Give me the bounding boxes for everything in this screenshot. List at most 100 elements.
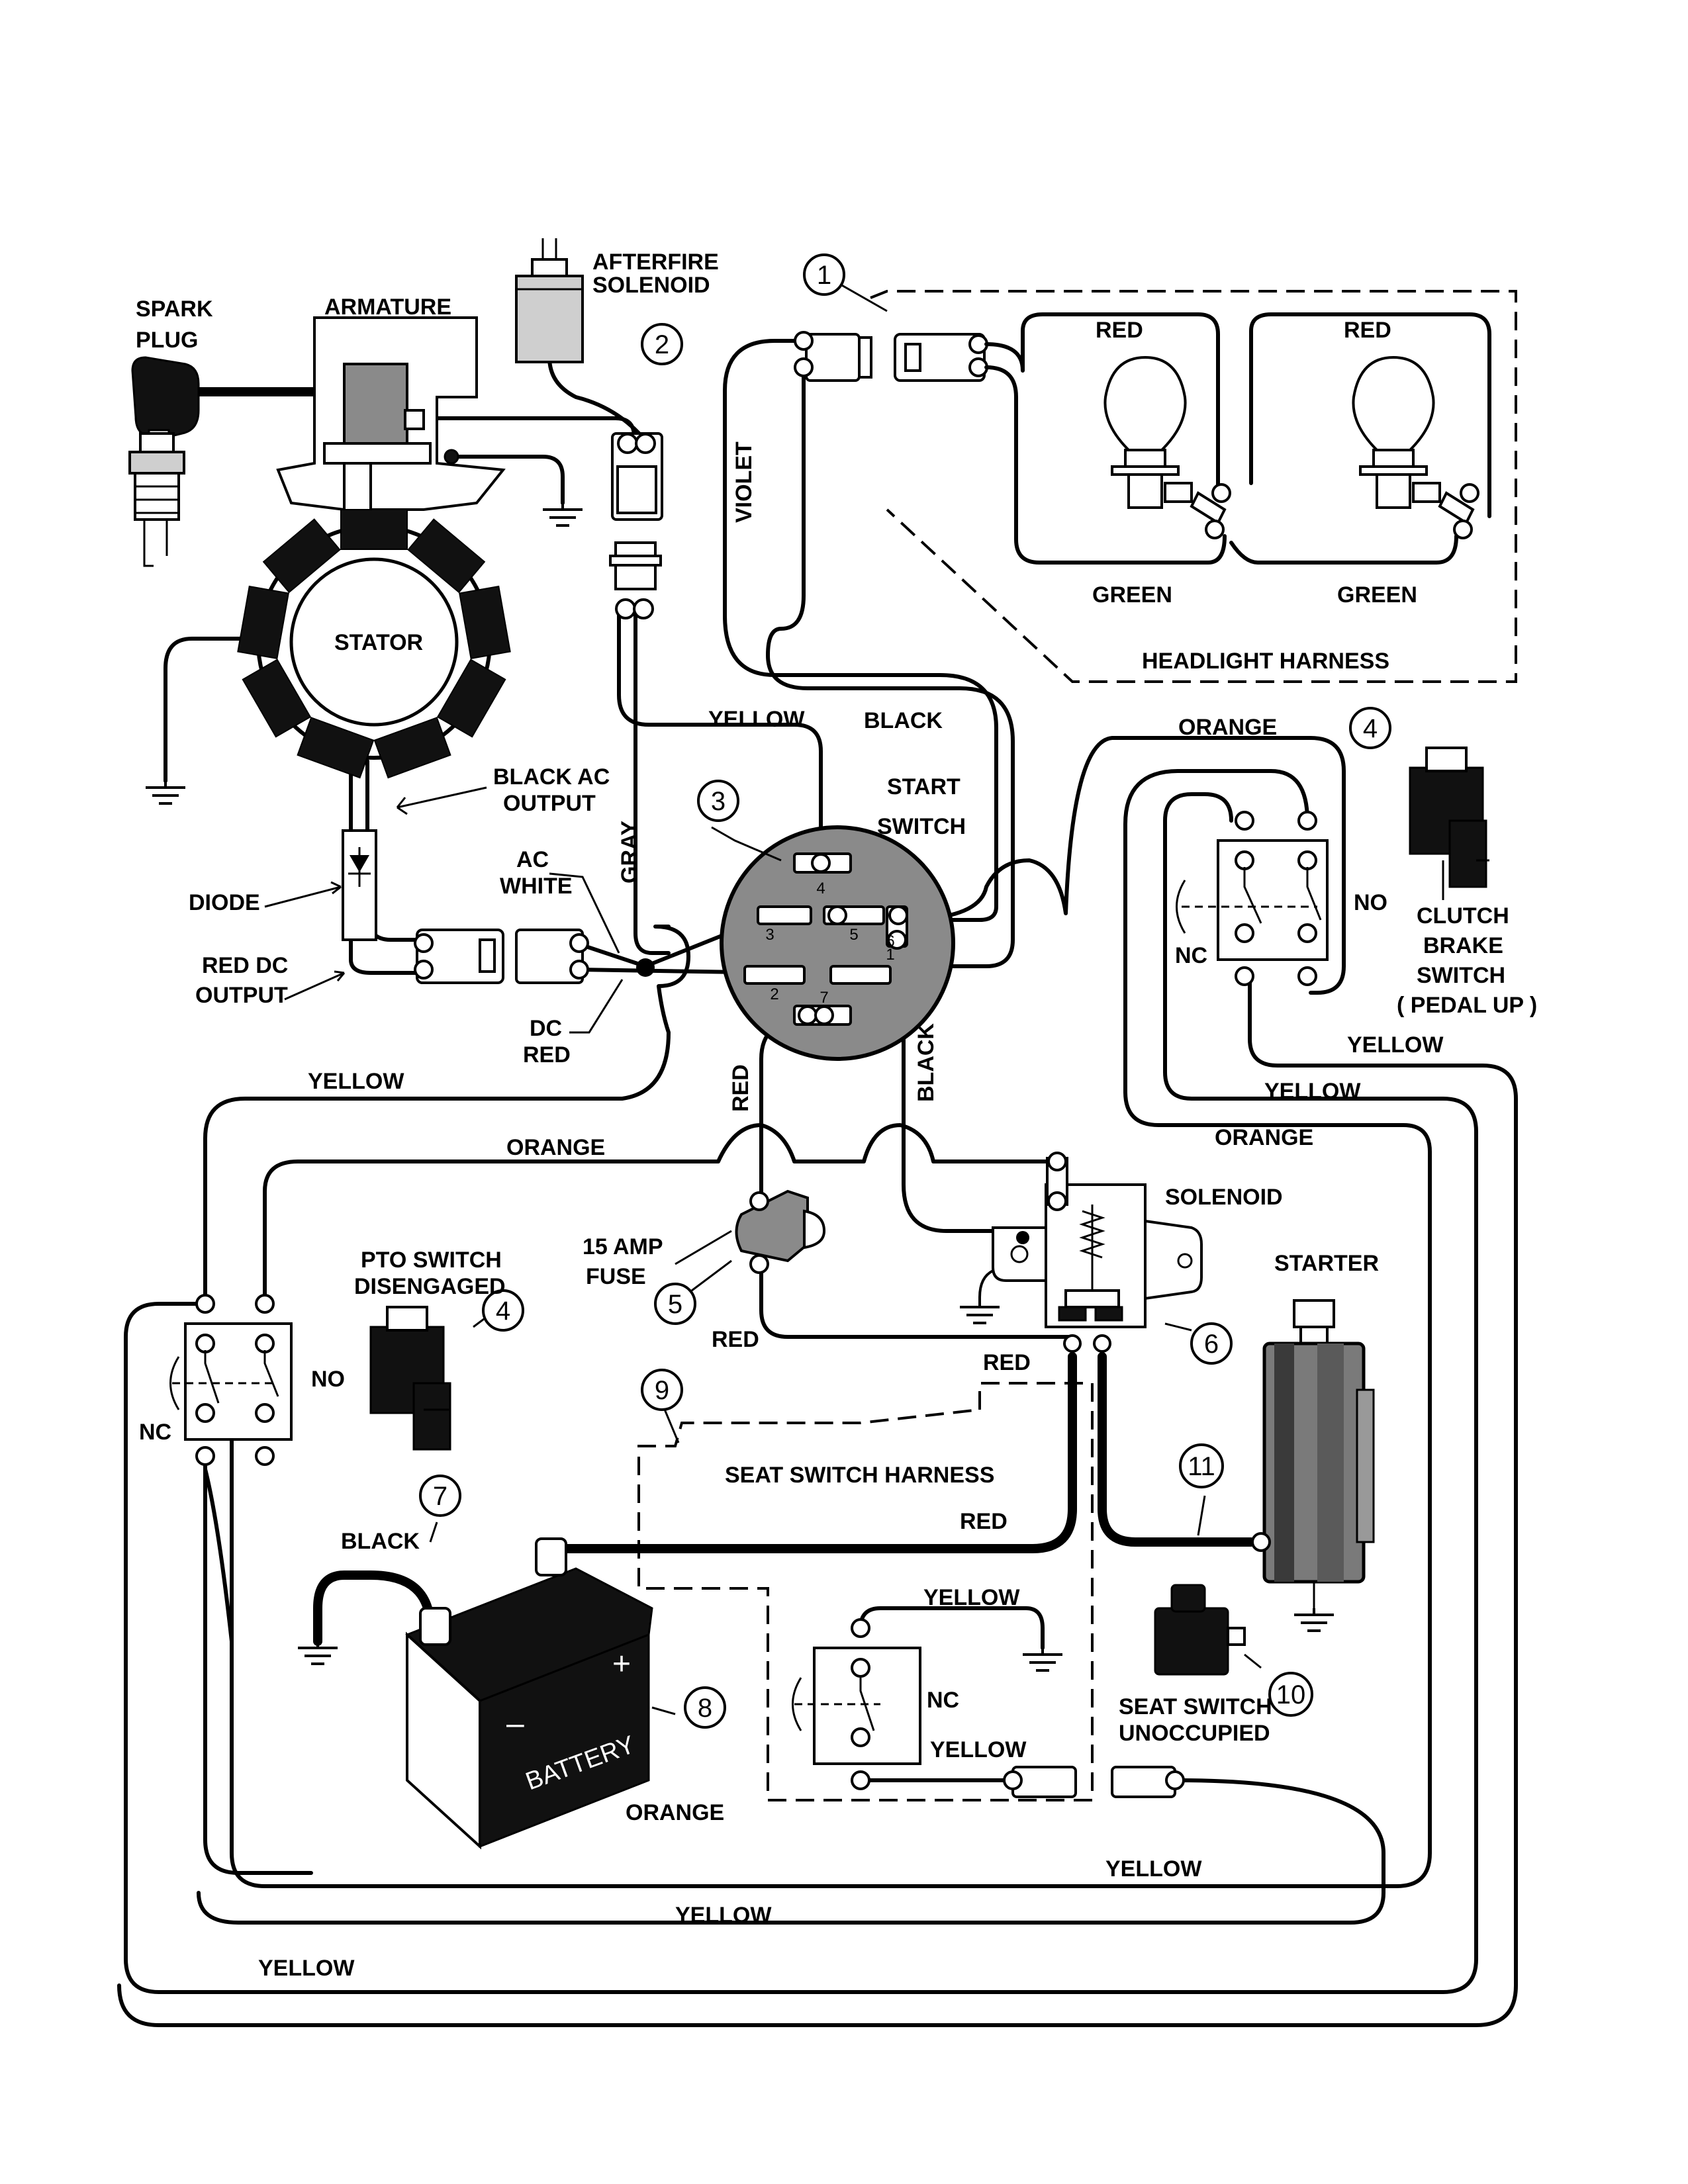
red-headlight-label-2: RED — [1344, 318, 1391, 343]
fuse-icon — [735, 1189, 826, 1274]
headlight-harness-outline — [870, 290, 1517, 683]
green-label-2: GREEN — [1337, 582, 1417, 608]
clutch-wire-a — [230, 769, 1432, 1888]
clutch-label-3: SWITCH — [1417, 963, 1505, 988]
solenoid-icon — [992, 1152, 1203, 1353]
yellow-bottom-label-1: YELLOW — [1105, 1856, 1202, 1882]
orange-right-label: ORANGE — [1215, 1125, 1313, 1150]
black-vertical-label: BLACK — [914, 1023, 939, 1102]
no-clutch-label: NO — [1354, 890, 1387, 915]
nc-seat-label: NC — [927, 1688, 959, 1713]
red-vertical-label: RED — [728, 1064, 753, 1112]
callout-6: 6 — [1190, 1322, 1233, 1365]
battery-positive-cable — [551, 1352, 1077, 1553]
ground-icon — [1294, 1608, 1334, 1632]
black-ac-label-2: OUTPUT — [503, 791, 596, 816]
starter-label: STARTER — [1274, 1251, 1379, 1276]
harness-outlines — [637, 283, 1517, 1801]
pin-3: 3 — [765, 926, 774, 944]
labels: SPARK PLUG ARMATURE AFTERFIRE SOLENOID S… — [136, 250, 1537, 1981]
svg-text:11: 11 — [1188, 1452, 1215, 1481]
start-label-1: START — [887, 774, 961, 799]
orange-top-label: ORANGE — [1178, 715, 1277, 740]
red-solenoid-label: RED — [983, 1350, 1031, 1375]
yellow-seat-label-2: YELLOW — [930, 1737, 1027, 1762]
yellow-seat-label-1: YELLOW — [923, 1585, 1020, 1610]
pin-6: 6 — [886, 933, 894, 950]
lamp-icon — [1352, 355, 1479, 539]
headlight-red-wire — [984, 312, 1491, 518]
afterfire-label-1: AFTERFIRE — [592, 250, 719, 275]
battery-negative-cable — [313, 1570, 435, 1646]
svg-text:3: 3 — [711, 787, 726, 816]
seat-switch-label-1: SEAT SWITCH — [1119, 1694, 1272, 1719]
pin-7: 7 — [820, 989, 828, 1007]
battery-icon — [405, 1537, 653, 1850]
red-dc-label-2: OUTPUT — [195, 983, 288, 1008]
armature-label: ARMATURE — [324, 295, 451, 320]
seat-harness-outline — [637, 1382, 1094, 1801]
stator-output-connector — [414, 929, 504, 984]
leader-lines — [264, 786, 1262, 1715]
svg-text:8: 8 — [698, 1694, 712, 1723]
afterfire-lead — [547, 283, 644, 439]
seat-harness-label: SEAT SWITCH HARNESS — [725, 1463, 994, 1488]
battery-plus-label: + — [612, 1647, 631, 1682]
no-pto-label: NO — [311, 1367, 345, 1392]
clutch-yellow-wire — [117, 981, 1518, 2027]
starter-cable — [1098, 1352, 1256, 1547]
ac-white-wire — [574, 925, 747, 968]
switch-icon — [792, 1618, 921, 1790]
pto-switch-image — [369, 1306, 451, 1451]
black-top-label: BLACK — [864, 708, 943, 733]
svg-text:1: 1 — [817, 261, 831, 290]
svg-text:9: 9 — [655, 1376, 669, 1405]
callout-4-clutch: 4 — [1349, 707, 1391, 749]
pto-label-2: DISENGAGED — [354, 1274, 506, 1299]
red-fuse-wire — [759, 1262, 1074, 1339]
seat-connector — [1003, 1766, 1185, 1798]
red-battery-label: RED — [960, 1509, 1008, 1534]
pin-1: 1 — [886, 946, 894, 964]
black-headlight-wire — [766, 365, 1015, 968]
yellow-bottom-label-2: YELLOW — [675, 1903, 772, 1928]
black-battery-label: BLACK — [341, 1529, 420, 1554]
start-switch-input-connector — [515, 929, 589, 984]
ground-icon — [960, 1269, 1000, 1324]
callout-11: 11 — [1179, 1443, 1224, 1488]
afterfire-label-2: SOLENOID — [592, 273, 710, 298]
svg-text:5: 5 — [668, 1290, 682, 1319]
ground-icon — [298, 1641, 338, 1665]
ground-icon — [543, 503, 583, 527]
violet-label: VIOLET — [731, 441, 757, 523]
stator-ground-wire — [164, 637, 260, 783]
clutch-wire-b — [124, 792, 1478, 1994]
start-switch-pins: 4 3 5 6 2 1 7 — [765, 880, 894, 1007]
svg-text:4: 4 — [496, 1297, 510, 1326]
starter-motor-icon — [1251, 1299, 1375, 1608]
switch-icon — [169, 1294, 293, 1466]
clutch-switch-image — [1409, 747, 1489, 900]
spark-plug-icon — [128, 356, 200, 567]
green-label-1: GREEN — [1092, 582, 1172, 608]
red-dc-label-1: RED DC — [202, 953, 288, 978]
black-ac-label-1: BLACK AC — [493, 764, 610, 790]
red-dc-output-wire — [349, 759, 426, 975]
orange-mid-label: ORANGE — [506, 1135, 605, 1160]
stator-icon — [237, 509, 511, 779]
wires — [117, 283, 1518, 2027]
start-switch-icon — [720, 825, 955, 1061]
callout-5: 5 — [654, 1283, 696, 1325]
yellow-left-label: YELLOW — [308, 1069, 404, 1094]
callout-4-pto: 4 — [482, 1289, 524, 1332]
clutch-label-2: BRAKE — [1423, 933, 1503, 958]
callout-9: 9 — [641, 1369, 683, 1411]
callout-8: 8 — [684, 1686, 726, 1729]
nc-clutch-label: NC — [1175, 943, 1207, 968]
fuse-label-2: FUSE — [586, 1264, 646, 1289]
callout-10: 10 — [1268, 1672, 1313, 1717]
callout-3: 3 — [697, 780, 739, 822]
seat-switch-label-2: UNOCCUPIED — [1119, 1721, 1270, 1746]
svg-text:4: 4 — [1363, 714, 1378, 743]
